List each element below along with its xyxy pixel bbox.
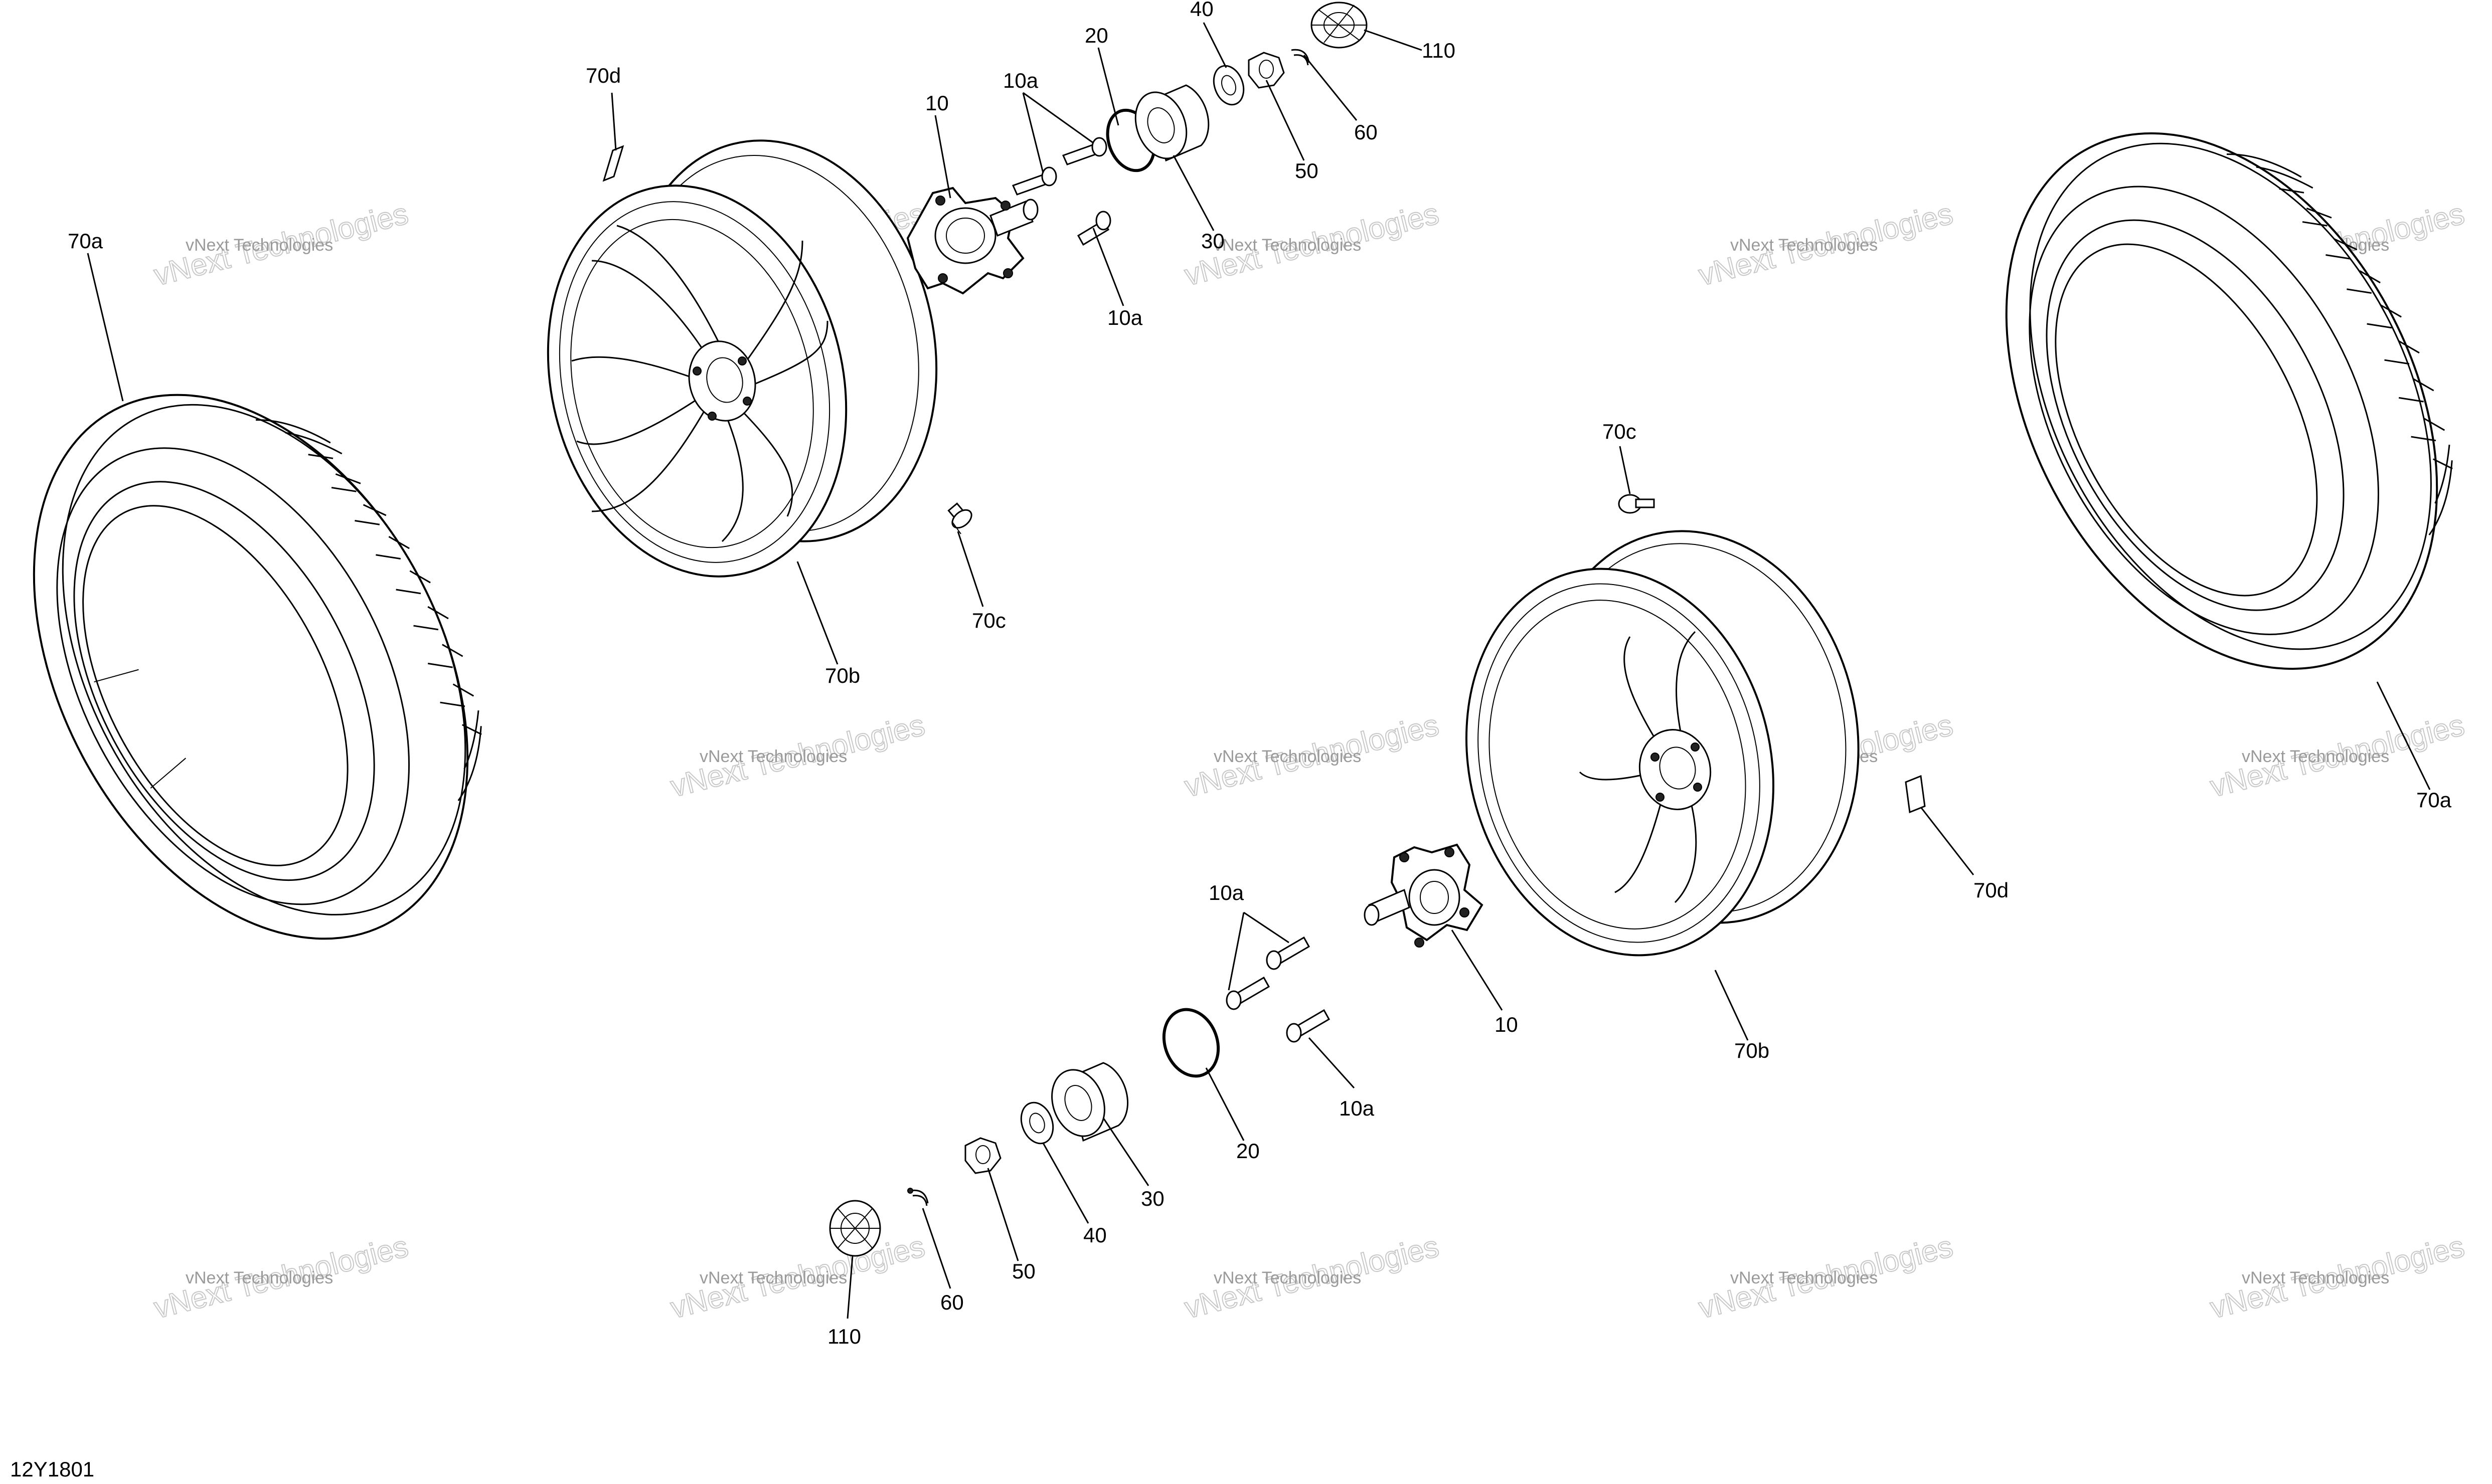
callout-labels: 70a 70d 70b 70c 10 10a 10a 20 30 40 50 6…: [68, 0, 2452, 1348]
front-cap: [1310, 2, 1368, 49]
callout-right-valve: 70c: [1602, 420, 1636, 443]
left-wheel-weight: [602, 145, 624, 182]
watermark-text: vNext Technologies: [2242, 747, 2389, 766]
watermark-text: vNext Technologies: [186, 236, 333, 255]
callout-rear-bearing: 30: [1141, 1187, 1165, 1210]
watermark-text: vNext Technologies: [2242, 1268, 2389, 1287]
right-wheel-weight: [1905, 775, 1926, 814]
front-bearing: [1134, 84, 1210, 162]
left-valve-stem: [947, 502, 972, 534]
callout-rear-cotter: 60: [940, 1290, 964, 1314]
rear-washer: [1020, 1101, 1054, 1145]
callout-front-nut: 50: [1295, 159, 1318, 182]
right-rim: [1465, 530, 1860, 957]
watermark-text: vNext Technologies: [1214, 1268, 1361, 1287]
callout-right-tire: 70a: [2416, 788, 2452, 812]
callout-right-rim: 70b: [1734, 1039, 1769, 1062]
right-valve-stem: [1618, 494, 1655, 514]
callout-front-stud-lower: 10a: [1107, 306, 1143, 329]
front-washer: [1213, 65, 1245, 106]
watermark-text: vNext Technologies: [1214, 747, 1361, 766]
callout-rear-studs: 10a: [1209, 881, 1244, 904]
callout-front-cotter: 60: [1354, 120, 1378, 144]
callout-front-bearing: 30: [1201, 229, 1225, 253]
rear-cotter-pin: [907, 1188, 929, 1206]
leader-lines: [87, 22, 2431, 1319]
callout-right-weight: 70d: [1973, 878, 2009, 902]
right-tire: [2005, 132, 2453, 670]
front-nut: [1248, 52, 1285, 89]
callout-rear-hub: 10: [1494, 1013, 1518, 1036]
callout-rear-washer: 40: [1083, 1223, 1107, 1247]
watermark-text: vNext Technologies: [186, 1268, 333, 1287]
front-wheel-studs: [1012, 137, 1111, 246]
callout-front-hub: 10: [925, 91, 949, 115]
left-rim: [547, 139, 938, 578]
callout-front-washer: 40: [1190, 0, 1214, 21]
callout-rear-snap-ring: 20: [1236, 1139, 1260, 1163]
watermark-text: vNext Technologies: [700, 1268, 847, 1287]
left-tire: [33, 394, 482, 940]
callout-front-cap: 110: [1422, 39, 1455, 62]
rear-snap-ring: [1162, 1008, 1220, 1078]
callout-front-studs: 10a: [1003, 69, 1039, 92]
callout-rear-stud-lower: 10a: [1339, 1096, 1375, 1120]
callout-left-weight: 70d: [586, 64, 621, 87]
rear-hub: [1364, 843, 1483, 948]
callout-rear-cap: 110: [827, 1325, 861, 1348]
rear-nut: [964, 1137, 1002, 1174]
rear-wheel-studs: [1226, 936, 1331, 1043]
callout-front-snap-ring: 20: [1085, 24, 1108, 47]
watermark-text: vNext Technologies: [1214, 236, 1361, 255]
watermark-text: vNext Technologies: [1730, 236, 1878, 255]
callout-left-tire: 70a: [68, 229, 103, 253]
callout-left-rim: 70b: [825, 664, 860, 687]
rear-cap: [829, 1200, 881, 1257]
rear-bearing: [1051, 1062, 1129, 1142]
front-hub: [906, 187, 1039, 295]
diagram-code: 12Y1801: [10, 1457, 94, 1481]
watermark-text: vNext Technologies: [700, 747, 847, 766]
callout-left-valve: 70c: [972, 609, 1006, 632]
callout-rear-nut: 50: [1012, 1259, 1036, 1283]
watermark-text: vNext Technologies: [1730, 1268, 1878, 1287]
